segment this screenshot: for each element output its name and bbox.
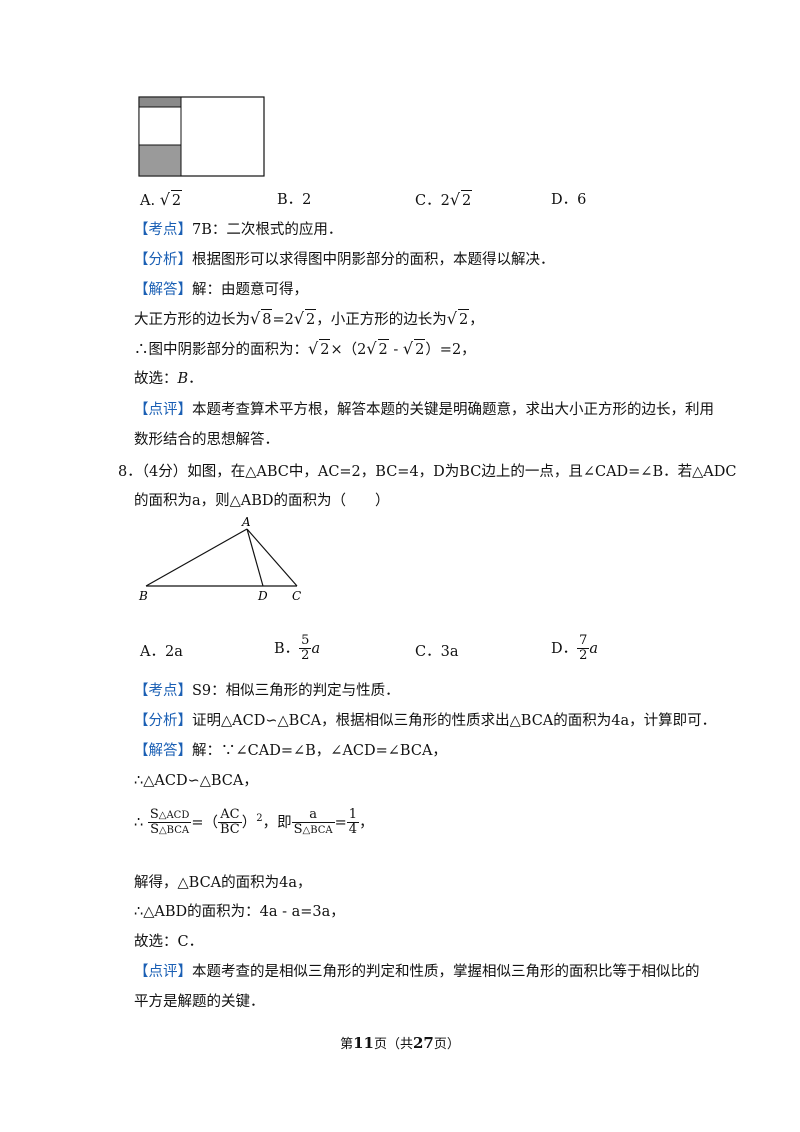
q8-guxuan: 故选：C． — [134, 934, 204, 950]
q8-stem: 8．（4分）如图，在△ABC中，AC=2，BC=4，D为BC边上的一点，且∠CA… — [118, 464, 737, 480]
q7-option-b: B．2 — [277, 192, 312, 208]
q8-jieda: 【解答】解：∵∠CAD=∠B，∠ACD=∠BCA， — [134, 743, 447, 759]
q8-option-c: C．3a — [415, 644, 459, 660]
q7-square-figure — [138, 96, 265, 177]
q7-option-a: A. √2 — [140, 190, 183, 209]
q8-dianping: 【点评】本题考查的是相似三角形的判定和性质，掌握相似三角形的面积比等于相似比的 — [134, 964, 700, 980]
q8-fenxi: 【分析】证明△ACD∽△BCA，根据相似三角形的性质求出△BCA的面积为4a，计… — [134, 713, 717, 729]
q7-dianping-cont: 数形结合的思想解答． — [134, 432, 279, 448]
small-square-shaded — [138, 144, 182, 177]
vertex-label-c: C — [292, 589, 301, 603]
vertex-label-b: B — [138, 589, 148, 603]
q7-kaodian: 【考点】7B：二次根式的应用． — [134, 222, 343, 238]
q8-abd-area: ∴△ABD的面积为：4a - a=3a， — [134, 904, 345, 920]
q7-guxuan: 故选：B． — [134, 371, 203, 387]
q8-dianping-cont: 平方是解题的关键． — [134, 994, 265, 1010]
q7-dianping: 【点评】本题考查算术平方根，解答本题的关键是明确题意，求出大小正方形的边长，利用 — [134, 402, 714, 418]
vertex-label-a: A — [241, 515, 251, 529]
q7-fenxi: 【分析】根据图形可以求得图中阴影部分的面积，本题得以解决． — [134, 252, 555, 268]
q7-option-d: D．6 — [551, 192, 587, 208]
q8-option-a: A．2a — [140, 644, 183, 660]
vertex-label-d: D — [257, 589, 268, 603]
small-square-top — [138, 96, 182, 108]
page-footer: 第11页（共27页） — [340, 1034, 460, 1052]
q8-jiede: 解得，△BCA的面积为4a， — [134, 875, 312, 891]
small-square-middle — [138, 106, 182, 146]
q8-similar: ∴△ACD∽△BCA， — [134, 773, 258, 789]
q8-kaodian: 【考点】S9：相似三角形的判定与性质． — [134, 683, 400, 699]
q7-option-c: C．2√2 — [415, 190, 473, 209]
q8-triangle-figure: A B D C — [138, 515, 301, 603]
q8-stem-cont: 的面积为a，则△ABD的面积为（ ） — [134, 493, 390, 509]
q7-jieda: 【解答】解：由题意可得， — [134, 282, 308, 298]
q7-line1: 大正方形的边长为√8=2√2，小正方形的边长为√2， — [134, 309, 484, 328]
q7-line2: ∴图中阴影部分的面积为：√2×（2√2 - √2）=2， — [134, 339, 476, 358]
